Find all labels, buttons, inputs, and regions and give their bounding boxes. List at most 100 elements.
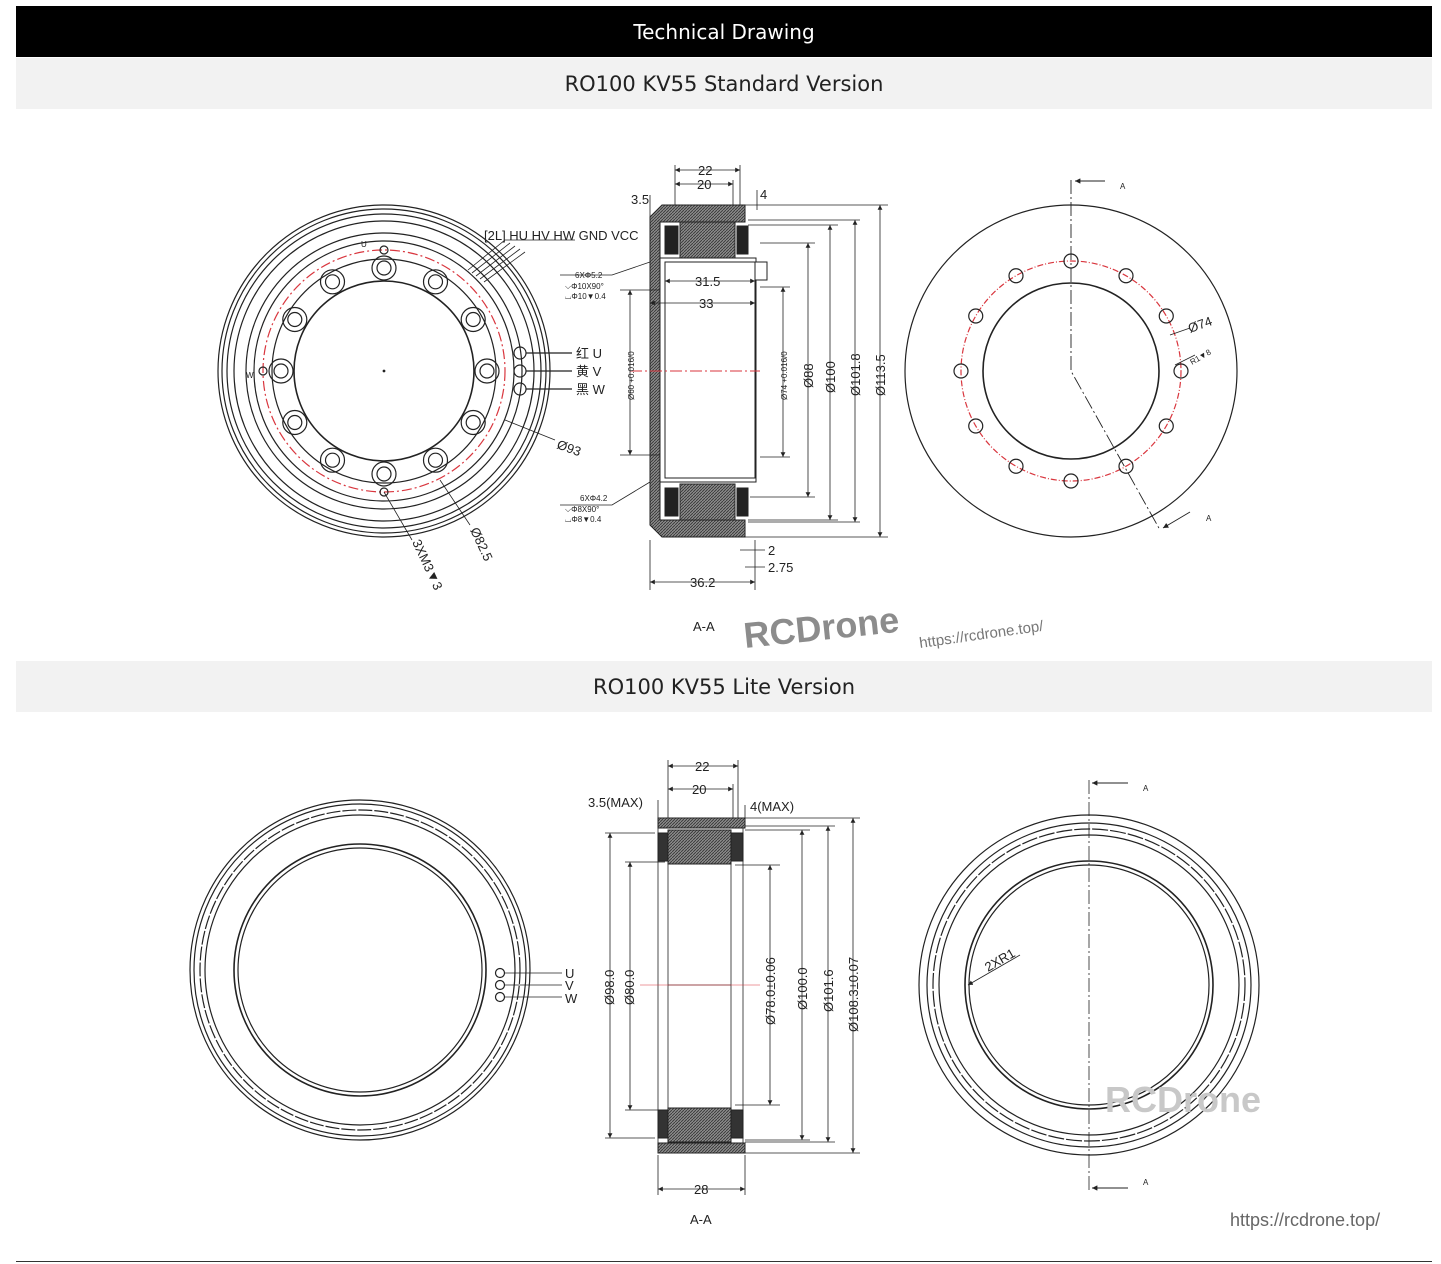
dim-d60: Ø60 +0.016/0 xyxy=(627,351,636,400)
dim-w22: 22 xyxy=(698,163,712,178)
hole-callout-top-2: ⌵Φ10X90° xyxy=(565,282,604,291)
bolt-hole xyxy=(1118,268,1134,284)
lite-dim-radius: 2XR1 xyxy=(982,945,1018,974)
wire-labels: [2L] HU HV HW GND VCC xyxy=(484,228,639,243)
lite-dim-w3-5: 3.5(MAX) xyxy=(588,795,643,810)
bolt-hole xyxy=(1173,363,1189,379)
watermark-url: https://rcdrone.top/ xyxy=(918,618,1045,652)
section-mark-a-top: A xyxy=(1120,182,1126,191)
bolt-hole xyxy=(968,308,984,324)
hole-callout-bottom-1: 6XΦ4.2 xyxy=(580,494,608,503)
dim-w3-5: 3.5 xyxy=(631,192,649,207)
hole-callout-bottom-2: ⌵Φ8X90° xyxy=(565,505,599,514)
bolt-hole xyxy=(968,418,984,434)
standard-section-view xyxy=(560,165,888,590)
bolt-hole xyxy=(287,311,303,328)
dim-d74: Ø74 +0.016/0 xyxy=(780,351,789,400)
lite-section-mark-a-bottom: A xyxy=(1143,1178,1149,1187)
dim-w33: 33 xyxy=(699,296,713,311)
section-header-lite: RO100 KV55 Lite Version xyxy=(16,661,1432,712)
lite-section-mark-a-top: A xyxy=(1143,784,1149,793)
bolt-hole xyxy=(474,358,500,384)
section-label: A-A xyxy=(693,619,715,634)
lite-dim-d100: Ø100.0 xyxy=(795,967,810,1010)
standard-front-view xyxy=(217,204,575,541)
bolt-hole xyxy=(376,466,392,482)
lite-dim-d78: Ø78.0±0.06 xyxy=(763,957,778,1025)
section-title: RO100 KV55 Lite Version xyxy=(593,674,855,699)
bolt-hole xyxy=(376,260,392,276)
bolt-hole xyxy=(319,269,346,295)
lite-section-label: A-A xyxy=(690,1212,712,1227)
dim-w20: 20 xyxy=(697,177,711,192)
dim-d113-5: Ø113.5 xyxy=(873,354,888,396)
lite-phase-v: V xyxy=(565,978,574,993)
dim-d101-8: Ø101.8 xyxy=(848,353,863,396)
bolt-hole xyxy=(1158,418,1174,434)
bolt-hole xyxy=(422,447,449,473)
dim-d74-rear: Ø74 xyxy=(1186,313,1214,336)
lite-dim-w28: 28 xyxy=(694,1182,708,1197)
dim-w2-75: 2.75 xyxy=(768,560,793,575)
bolt-hole xyxy=(282,306,308,333)
bolt-hole xyxy=(371,255,397,281)
bolt-hole xyxy=(1063,473,1079,489)
phase-label-u: 红 U xyxy=(576,346,602,361)
pole-mark-w: W xyxy=(246,371,254,380)
bolt-hole xyxy=(319,447,346,473)
section-title: RO100 KV55 Standard Version xyxy=(564,71,884,96)
section-header-standard: RO100 KV55 Standard Version xyxy=(16,58,1432,109)
lite-phase-u: U xyxy=(565,966,574,981)
bolt-hole xyxy=(465,311,481,328)
dim-d82-5: Ø82.5 xyxy=(467,525,496,563)
bolt-hole xyxy=(427,274,444,290)
pole-mark-u: U xyxy=(361,240,367,249)
bolt-hole xyxy=(282,409,308,436)
page-header: Technical Drawing xyxy=(16,6,1432,57)
watermark-brand: RCDrone xyxy=(742,599,901,656)
lite-dim-w22: 22 xyxy=(695,759,709,774)
hole-callout-bottom-3: ⌴Φ8▼0.4 xyxy=(565,515,602,524)
header-title: Technical Drawing xyxy=(633,19,815,44)
bolt-hole xyxy=(479,363,495,379)
bottom-divider xyxy=(16,1261,1432,1262)
lite-rear-view xyxy=(918,780,1260,1191)
dim-d88: Ø88 xyxy=(801,363,816,388)
bolt-hole xyxy=(273,363,289,379)
dim-d93: Ø93 xyxy=(555,437,583,460)
lite-front-view xyxy=(189,799,562,1141)
dim-d100: Ø100 xyxy=(823,361,838,393)
section-mark-a-bottom: A xyxy=(1206,514,1212,523)
lite-section-view xyxy=(605,760,860,1195)
lite-dim-d101-6: Ø101.6 xyxy=(821,969,836,1012)
bolt-hole xyxy=(268,358,294,384)
dim-w31-5: 31.5 xyxy=(695,274,720,289)
bolt-hole xyxy=(465,414,481,431)
lite-dim-d108-3: Ø108.3±0.07 xyxy=(846,957,861,1032)
dim-w36-2: 36.2 xyxy=(690,575,715,590)
bolt-hole xyxy=(1008,458,1024,474)
bolt-hole xyxy=(287,414,303,431)
dim-w4: 4 xyxy=(760,187,767,202)
bolt-hole xyxy=(1158,308,1174,324)
lite-dim-d98: Ø98.0 xyxy=(602,970,617,1005)
phase-label-w: 黑 W xyxy=(576,382,606,397)
bolt-hole xyxy=(460,409,486,436)
dim-w2: 2 xyxy=(768,543,775,558)
hole-callout-top-1: 6XΦ5.2 xyxy=(575,271,603,280)
bolt-hole xyxy=(324,452,341,468)
bolt-hole xyxy=(427,452,444,468)
bolt-hole xyxy=(1008,268,1024,284)
standard-rear-view xyxy=(904,178,1238,538)
dim-r1: R1▼8 xyxy=(1189,347,1214,366)
bolt-hole xyxy=(460,306,486,333)
watermark-brand-2: RCDrone xyxy=(1105,1079,1261,1120)
bolt-hole xyxy=(953,363,969,379)
bolt-hole xyxy=(1118,458,1134,474)
phase-label-v: 黄 V xyxy=(576,364,602,379)
lite-dim-w20: 20 xyxy=(692,782,706,797)
lite-dim-w4: 4(MAX) xyxy=(750,799,794,814)
dim-thread: 3XM3▼3 xyxy=(409,537,445,592)
watermark-url-2: https://rcdrone.top/ xyxy=(1230,1210,1380,1230)
bolt-hole xyxy=(371,461,397,487)
